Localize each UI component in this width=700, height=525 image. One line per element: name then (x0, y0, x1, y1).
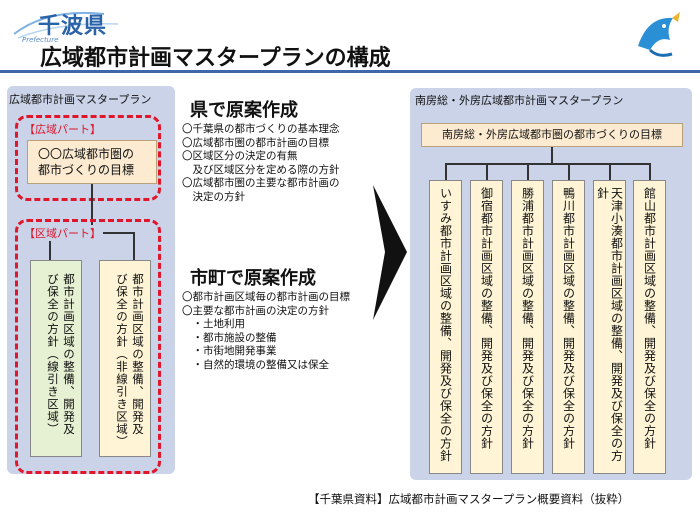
city-item: ・土地利用 (182, 318, 245, 330)
city-item: ・都市施設の整備 (182, 331, 277, 344)
right-connector-drop (527, 163, 529, 180)
wide-part-label: 【広域パート】 (22, 121, 103, 137)
pref-items-list: 〇千葉県の都市づくりの基本理念 〇広域都市圏の都市計画の目標 〇区域区分の決定の… (182, 123, 340, 204)
city-item: ・自然的環境の整備又は保全 (182, 358, 329, 371)
left-panel-title: 広域都市計画マスタープラン (9, 93, 152, 106)
pref-item: 決定の方針 (182, 190, 245, 203)
right-col-isumi: いすみ都市計画区域の整備、開発及び保全の方針 (429, 180, 462, 474)
source-footer: 【千葉県資料】広域都市計画マスタープラン概要資料（抜粋） (308, 492, 630, 506)
right-goal-box: 南房総・外房広域都市圏の都市づくりの目標 (421, 123, 683, 147)
right-col-kamogawa: 鴨川都市計画区域の整備、開発及び保全の方針 (552, 180, 585, 474)
right-connector-drop (649, 163, 651, 180)
right-connector-drop (568, 163, 570, 180)
pref-item: 〇広域都市圏の都市計画の目標 (182, 136, 329, 149)
pref-item: 〇広域都市圏の主要な都市計画の (182, 177, 340, 189)
pref-heading: 県で原案作成 (190, 100, 298, 121)
right-col-amatsukominato: 天津小湊都市計画区域の整備、開発及び保全の方針 (593, 180, 626, 474)
city-heading: 市町で原案作成 (190, 268, 316, 289)
wide-part-frame (15, 115, 161, 201)
page-title: 広域都市計画マスタープランの構成 (40, 46, 391, 71)
right-connector-drop (609, 163, 611, 180)
left-goal-box: 〇〇広域都市圏の 都市づくりの目標 (27, 140, 157, 184)
right-panel-title: 南房総・外房広域都市計画マスタープラン (415, 94, 624, 107)
connector-left-drop (49, 232, 51, 260)
right-connector-drop (445, 163, 447, 180)
logo-swoosh-icon (13, 11, 119, 39)
right-connector-drop (486, 163, 488, 180)
arrow-right-icon (373, 185, 407, 320)
prefecture-logo: 千波県 Prefecture (8, 4, 128, 44)
pref-item: 〇区域区分の決定の有無 (182, 150, 298, 162)
right-col-katsuura: 勝浦都市計画区域の整備、開発及び保全の方針 (511, 180, 544, 474)
left-col-hisenbiki: 都市計画区域の整備、開発及び保全の方針（非線引き区域） (99, 260, 151, 457)
area-part-label: 【区域パート】 (22, 225, 103, 241)
connector-right-drop (133, 232, 135, 260)
pref-item: 及び区域区分を定める際の方針 (182, 163, 340, 176)
connector-vertical (91, 184, 93, 232)
mascot-icon (638, 12, 680, 57)
city-items-list: 〇都市計画区域毎の都市計画の目標 〇主要な都市計画の決定の方針 ・土地利用 ・都… (182, 291, 350, 372)
left-col-senbiki: 都市計画区域の整備、開発及び保全の方針（線引き区域） (30, 260, 82, 457)
city-item: 〇都市計画区域毎の都市計画の目標 (182, 291, 350, 303)
right-connector-horizontal (445, 163, 651, 165)
pref-item: 〇千葉県の都市づくりの基本理念 (182, 123, 340, 135)
goal-line-2: 都市づくりの目標 (38, 163, 135, 177)
right-col-onjuku: 御宿都市計画区域の整備、開発及び保全の方針 (470, 180, 503, 474)
logo-text: 千波県 (38, 14, 108, 39)
title-underline (0, 70, 700, 73)
logo-subtext: Prefecture (22, 36, 59, 44)
city-item: ・市街地開発事業 (182, 345, 277, 357)
goal-line-1: 〇〇広域都市圏の (38, 147, 135, 161)
area-part-frame (15, 219, 161, 474)
right-connector-vertical (551, 147, 553, 164)
city-item: 〇主要な都市計画の決定の方針 (182, 304, 329, 317)
right-col-tateyama: 館山都市計画区域の整備、開発及び保全の方針 (633, 180, 666, 474)
